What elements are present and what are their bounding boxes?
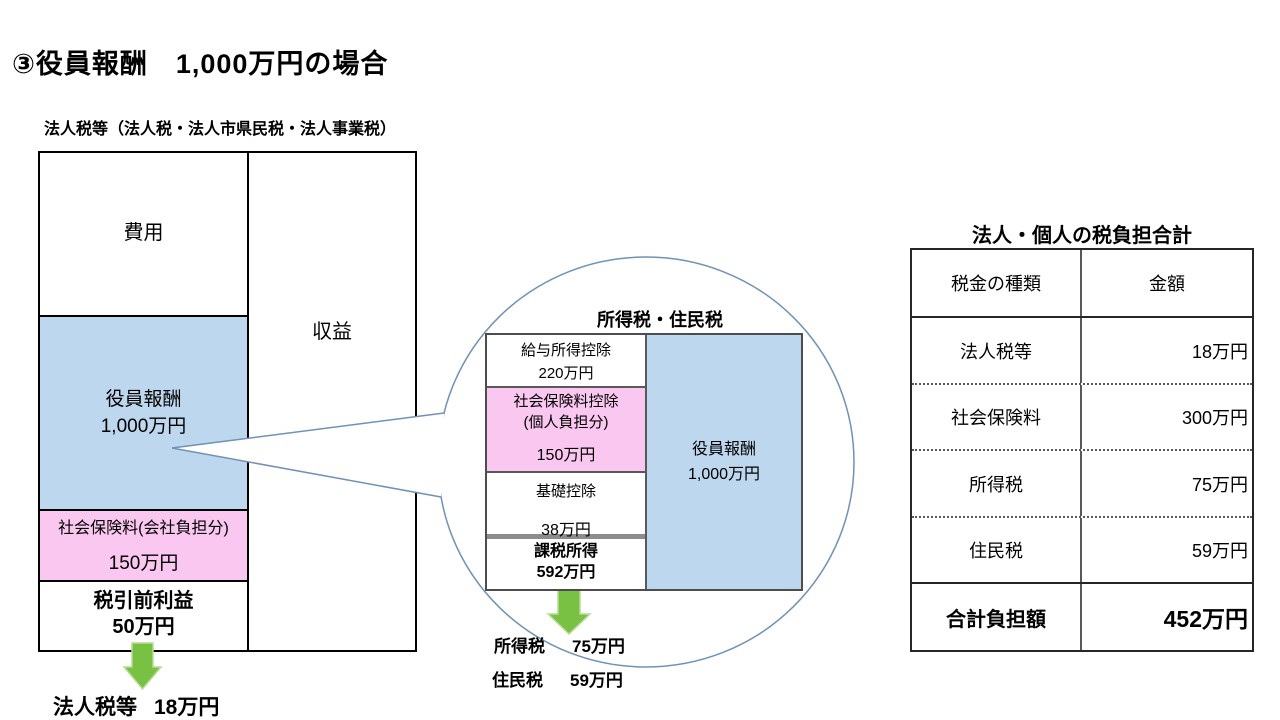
corporate-diagram-caption: 法人税等（法人税・法人市県民税・法人事業税）	[44, 121, 397, 138]
salary-deduction-label: 給与所得控除	[520, 342, 611, 359]
callout-compensation-amount: 1,000万円	[687, 466, 761, 483]
company-insurance-cell: 社会保険料(会社負担分) 150万円	[40, 511, 247, 582]
callout-compensation-cell: 役員報酬 1,000万円	[645, 335, 801, 589]
salary-deduction-amount: 220万円	[538, 365, 594, 382]
page-title: ③役員報酬 1,000万円の場合	[12, 49, 389, 79]
down-arrow-icon	[546, 589, 592, 636]
row-value: 75万円	[1191, 474, 1248, 495]
corporate-tax-result-value: 18万円	[154, 696, 220, 719]
resident-tax-label: 住民税	[492, 671, 543, 690]
compensation-amount: 1,000万円	[100, 416, 187, 437]
company-insurance-amount: 150万円	[108, 553, 179, 574]
insurance-deduction-sublabel: (個人負担分)	[523, 414, 609, 431]
personal-income-diagram: 給与所得控除 220万円 社会保険料控除 (個人負担分) 150万円 基礎控除 …	[485, 333, 803, 591]
summary-header-row: 税金の種類 金額	[912, 250, 1252, 318]
corporate-revenue-column: 収益	[249, 153, 415, 650]
summary-total-value: 452万円	[1163, 606, 1248, 632]
basic-deduction-cell: 基礎控除 38万円	[487, 473, 645, 539]
corporate-pl-diagram: 費用 役員報酬 1,000万円 社会保険料(会社負担分) 150万円 税引前利益…	[38, 151, 417, 652]
taxable-income-label: 課税所得	[533, 543, 598, 560]
expense-label: 費用	[123, 221, 164, 244]
personal-callout-title: 所得税・住民税	[597, 310, 723, 330]
corporate-tax-result-label: 法人税等	[53, 696, 137, 719]
summary-total-row: 合計負担額 452万円	[912, 584, 1252, 650]
basic-deduction-amount: 38万円	[541, 522, 591, 539]
resident-tax-result: 住民税 59万円	[492, 666, 623, 691]
row-label: 社会保険料	[912, 385, 1082, 449]
callout-compensation-label: 役員報酬	[691, 441, 756, 458]
summary-header-amount: 金額	[1149, 274, 1185, 294]
summary-header-type: 税金の種類	[912, 250, 1082, 316]
pretax-profit-cell: 税引前利益 50万円	[40, 582, 247, 650]
table-row: 法人税等 18万円	[912, 318, 1252, 385]
insurance-deduction-label: 社会保険料控除	[513, 393, 619, 410]
deduction-column: 給与所得控除 220万円 社会保険料控除 (個人負担分) 150万円 基礎控除 …	[487, 335, 645, 589]
compensation-label: 役員報酬	[105, 389, 182, 410]
expense-cell: 費用	[40, 153, 247, 317]
table-row: 所得税 75万円	[912, 451, 1252, 518]
row-label: 所得税	[912, 451, 1082, 516]
row-value: 18万円	[1191, 341, 1248, 362]
basic-deduction-label: 基礎控除	[535, 483, 596, 500]
table-row: 住民税 59万円	[912, 518, 1252, 584]
income-tax-label: 所得税	[494, 637, 545, 656]
salary-deduction-cell: 給与所得控除 220万円	[487, 335, 645, 388]
row-label: 住民税	[912, 518, 1082, 582]
revenue-label: 収益	[312, 321, 352, 343]
resident-tax-value: 59万円	[570, 671, 623, 690]
pretax-profit-label: 税引前利益	[93, 590, 194, 612]
compensation-cell: 役員報酬 1,000万円	[40, 317, 247, 511]
income-tax-value: 75万円	[572, 637, 625, 656]
table-row: 社会保険料 300万円	[912, 385, 1252, 451]
row-value: 300万円	[1181, 408, 1248, 428]
row-label: 法人税等	[912, 318, 1082, 383]
taxable-income-amount: 592万円	[536, 564, 596, 581]
taxable-income-cell: 課税所得 592万円	[487, 539, 645, 584]
summary-table: 税金の種類 金額 法人税等 18万円 社会保険料 300万円 所得税 75万円 …	[910, 248, 1254, 652]
pretax-profit-amount: 50万円	[112, 616, 175, 638]
corporate-expense-column: 費用 役員報酬 1,000万円 社会保険料(会社負担分) 150万円 税引前利益…	[40, 153, 249, 650]
insurance-deduction-amount: 150万円	[536, 447, 596, 464]
insurance-deduction-cell: 社会保険料控除 (個人負担分) 150万円	[487, 388, 645, 473]
row-value: 59万円	[1191, 541, 1248, 561]
corporate-tax-result: 法人税等 18万円	[53, 691, 219, 720]
income-tax-result: 所得税 75万円	[494, 632, 625, 657]
summary-table-title: 法人・個人の税負担合計	[972, 225, 1192, 247]
summary-total-label: 合計負担額	[912, 584, 1082, 650]
company-insurance-label: 社会保険料(会社負担分)	[58, 520, 229, 537]
